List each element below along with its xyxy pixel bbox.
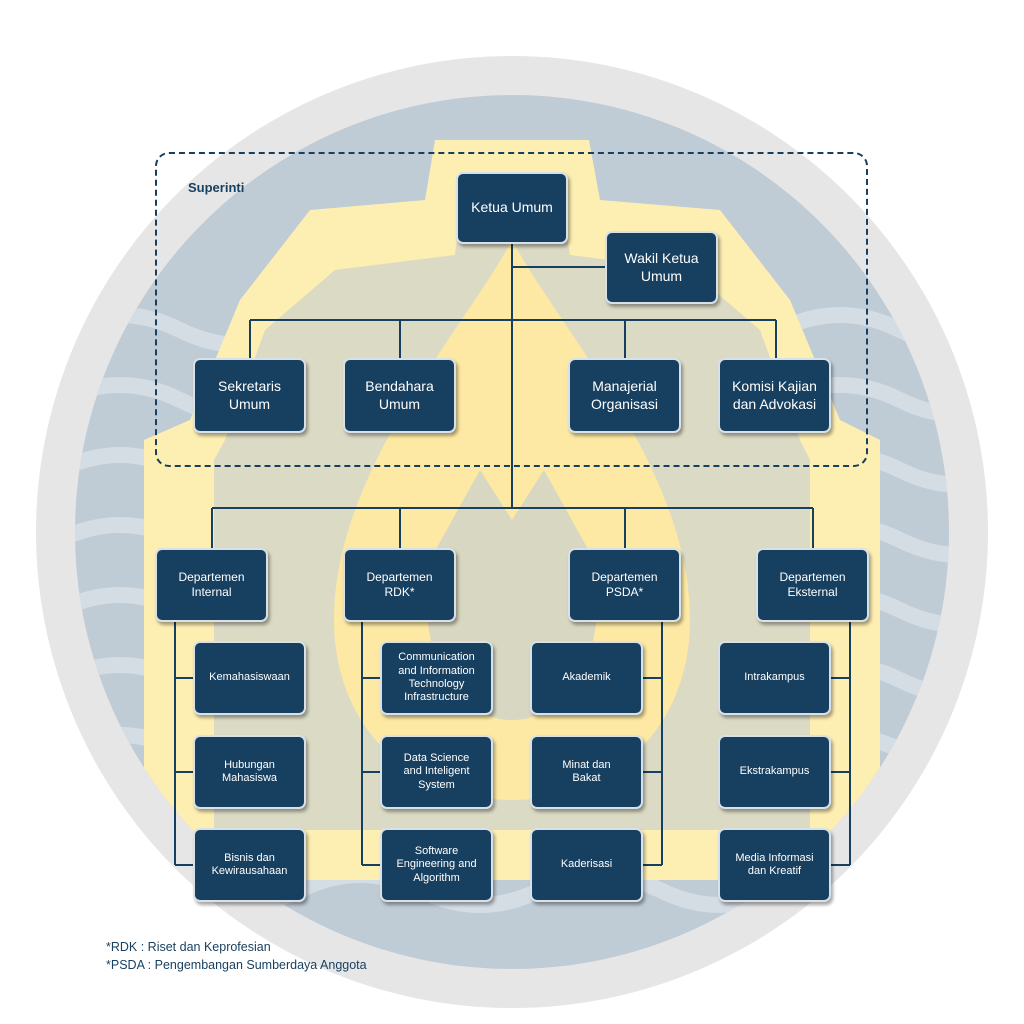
node-intrakampus: Intrakampus: [718, 641, 831, 715]
node-bisnis-kewirausahaan: Bisnis dan Kewirausahaan: [193, 828, 306, 902]
node-wakil-ketua-umum: Wakil Ketua Umum: [605, 231, 718, 304]
node-citi: Communication and Information Technology…: [380, 641, 493, 715]
node-manajerial-organisasi: Manajerial Organisasi: [568, 358, 681, 433]
node-departemen-psda: Departemen PSDA*: [568, 548, 681, 622]
superinti-group-label: Superinti: [188, 180, 245, 195]
node-akademik: Akademik: [530, 641, 643, 715]
superinti-group-frame: [155, 152, 868, 467]
node-departemen-rdk: Departemen RDK*: [343, 548, 456, 622]
node-data-science: Data Science and Inteligent System: [380, 735, 493, 809]
node-minat-bakat: Minat dan Bakat: [530, 735, 643, 809]
node-departemen-internal: Departemen Internal: [155, 548, 268, 622]
node-kaderisasi: Kaderisasi: [530, 828, 643, 902]
node-hubungan-mahasiswa: Hubungan Mahasiswa: [193, 735, 306, 809]
node-ketua-umum: Ketua Umum: [456, 172, 568, 244]
node-media-informasi: Media Informasi dan Kreatif: [718, 828, 831, 902]
node-komisi-kajian-advokasi: Komisi Kajian dan Advokasi: [718, 358, 831, 433]
node-ekstrakampus: Ekstrakampus: [718, 735, 831, 809]
node-sekretaris-umum: Sekretaris Umum: [193, 358, 306, 433]
node-software-engineering: Software Engineering and Algorithm: [380, 828, 493, 902]
node-bendahara-umum: Bendahara Umum: [343, 358, 456, 433]
footnote-rdk: *RDK : Riset dan Keprofesian: [106, 940, 271, 954]
footnote-psda: *PSDA : Pengembangan Sumberdaya Anggota: [106, 958, 367, 972]
node-departemen-eksternal: Departemen Eksternal: [756, 548, 869, 622]
node-kemahasiswaan: Kemahasiswaan: [193, 641, 306, 715]
